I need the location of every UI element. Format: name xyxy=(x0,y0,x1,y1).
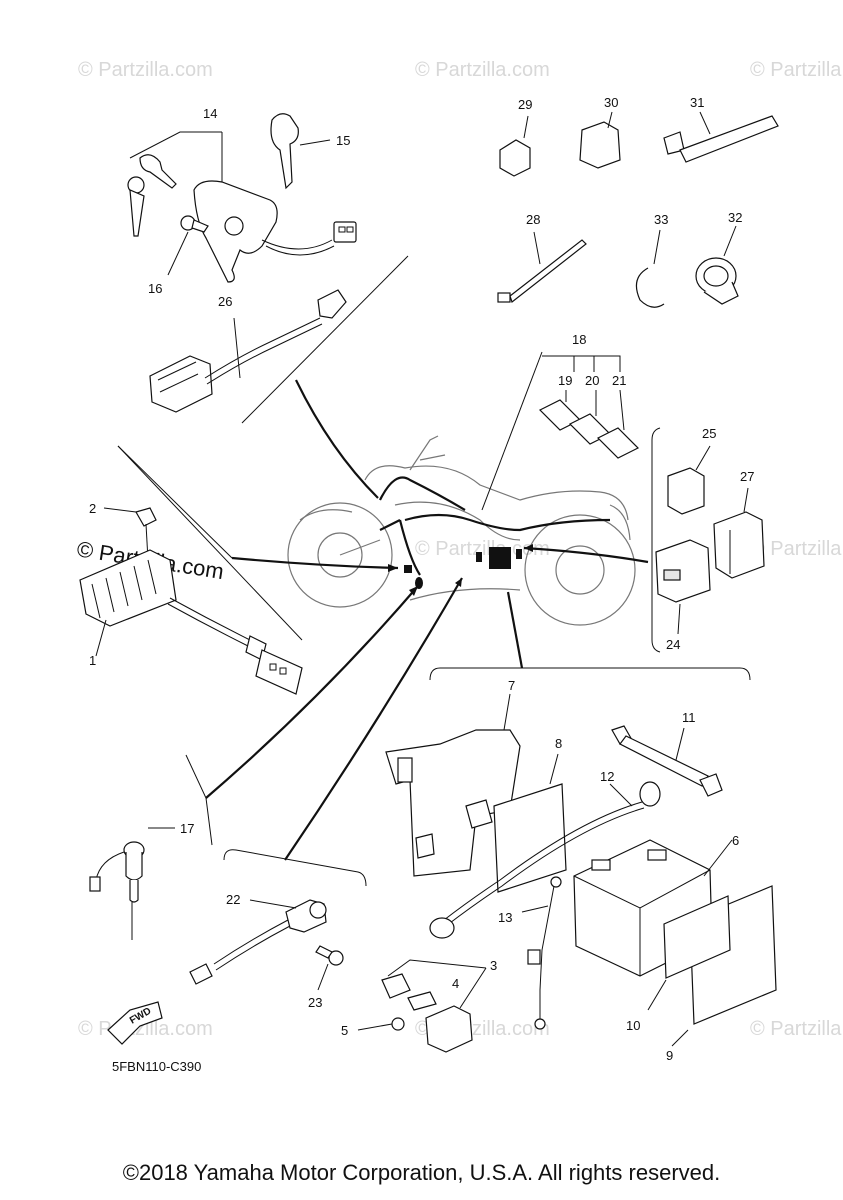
part-17-sensor[interactable] xyxy=(89,827,175,940)
part-2-bolt xyxy=(103,507,157,561)
part-1-rectifier[interactable] xyxy=(79,549,303,695)
watermark-1: © Partzilla.com xyxy=(78,59,213,81)
callout-32[interactable]: 32 xyxy=(728,210,742,225)
callout-20[interactable]: 20 xyxy=(585,373,599,388)
part-15-key[interactable] xyxy=(270,113,331,190)
callouts: 1 2 3 4 5 6 7 8 9 10 11 12 13 14 15 16 1… xyxy=(89,95,754,1063)
callout-27[interactable]: 27 xyxy=(740,469,754,484)
callout-17[interactable]: 17 xyxy=(180,821,194,836)
callout-10[interactable]: 10 xyxy=(626,1018,640,1033)
watermark-5: © Partzilla.com xyxy=(750,538,843,560)
fwd-arrow-icon: FWD xyxy=(107,1001,163,1045)
part-23-screw xyxy=(315,945,344,991)
callout-21[interactable]: 21 xyxy=(612,373,626,388)
callout-8[interactable]: 8 xyxy=(555,736,562,751)
watermark-8: © Partzilla.com xyxy=(750,1018,843,1040)
watermark-2: © Partzilla.com xyxy=(415,59,550,81)
callout-2[interactable]: 2 xyxy=(89,501,96,516)
callout-28[interactable]: 28 xyxy=(526,212,540,227)
part-24-relay[interactable] xyxy=(655,539,711,635)
part-11-band xyxy=(611,725,723,797)
callout-23[interactable]: 23 xyxy=(308,995,322,1010)
callout-7[interactable]: 7 xyxy=(508,678,515,693)
callout-12[interactable]: 12 xyxy=(600,769,614,784)
callout-26[interactable]: 26 xyxy=(218,294,232,309)
callout-33[interactable]: 33 xyxy=(654,212,668,227)
callout-24[interactable]: 24 xyxy=(666,637,680,652)
callout-14[interactable]: 14 xyxy=(203,106,217,121)
part-12-cable xyxy=(429,781,661,939)
wire-harness xyxy=(379,476,611,589)
callout-1[interactable]: 1 xyxy=(89,653,96,668)
part-10-pad xyxy=(647,895,731,1011)
callout-3[interactable]: 3 xyxy=(490,958,497,973)
callout-15[interactable]: 15 xyxy=(336,133,350,148)
group-brackets xyxy=(117,427,751,887)
callout-29[interactable]: 29 xyxy=(518,97,532,112)
part-22-sensor[interactable] xyxy=(189,899,327,985)
part-13-cable xyxy=(521,876,562,1030)
part-29-clip xyxy=(499,115,531,177)
part-26-lead[interactable] xyxy=(149,289,347,413)
part-8-pad xyxy=(493,753,567,893)
part-18-fuses[interactable] xyxy=(538,355,640,459)
callout-13[interactable]: 13 xyxy=(498,910,512,925)
part-16-screw xyxy=(167,215,209,276)
copyright-notice: ©2018 Yamaha Motor Corporation, U.S.A. A… xyxy=(122,1160,721,1185)
callout-6[interactable]: 6 xyxy=(732,833,739,848)
callout-16[interactable]: 16 xyxy=(148,281,162,296)
callout-4[interactable]: 4 xyxy=(452,976,459,991)
motorcycle-outline xyxy=(287,435,636,626)
pointer-lines xyxy=(117,255,649,861)
callout-25[interactable]: 25 xyxy=(702,426,716,441)
part-33-clip xyxy=(635,229,665,308)
callout-18[interactable]: 18 xyxy=(572,332,586,347)
part-27-relay[interactable] xyxy=(713,487,765,579)
part-32-clamp xyxy=(695,225,739,305)
diagram-code: 5FBN110-C390 xyxy=(112,1059,201,1074)
callout-11[interactable]: 11 xyxy=(682,710,696,725)
part-14-main-switch[interactable] xyxy=(127,131,357,283)
callout-31[interactable]: 31 xyxy=(690,95,704,110)
part-25-relay[interactable] xyxy=(667,445,711,515)
callout-22[interactable]: 22 xyxy=(226,892,240,907)
watermark-3: © Partzilla.com xyxy=(750,59,843,81)
callout-30[interactable]: 30 xyxy=(604,95,618,110)
callout-5[interactable]: 5 xyxy=(341,1023,348,1038)
part-7-bracket[interactable] xyxy=(385,693,521,877)
callout-9[interactable]: 9 xyxy=(666,1048,673,1063)
part-31-band xyxy=(663,111,779,163)
callout-19[interactable]: 19 xyxy=(558,373,572,388)
part-3-relay[interactable] xyxy=(357,959,487,1053)
part-30-clip xyxy=(579,111,621,169)
part-28-cable-tie xyxy=(497,231,587,303)
